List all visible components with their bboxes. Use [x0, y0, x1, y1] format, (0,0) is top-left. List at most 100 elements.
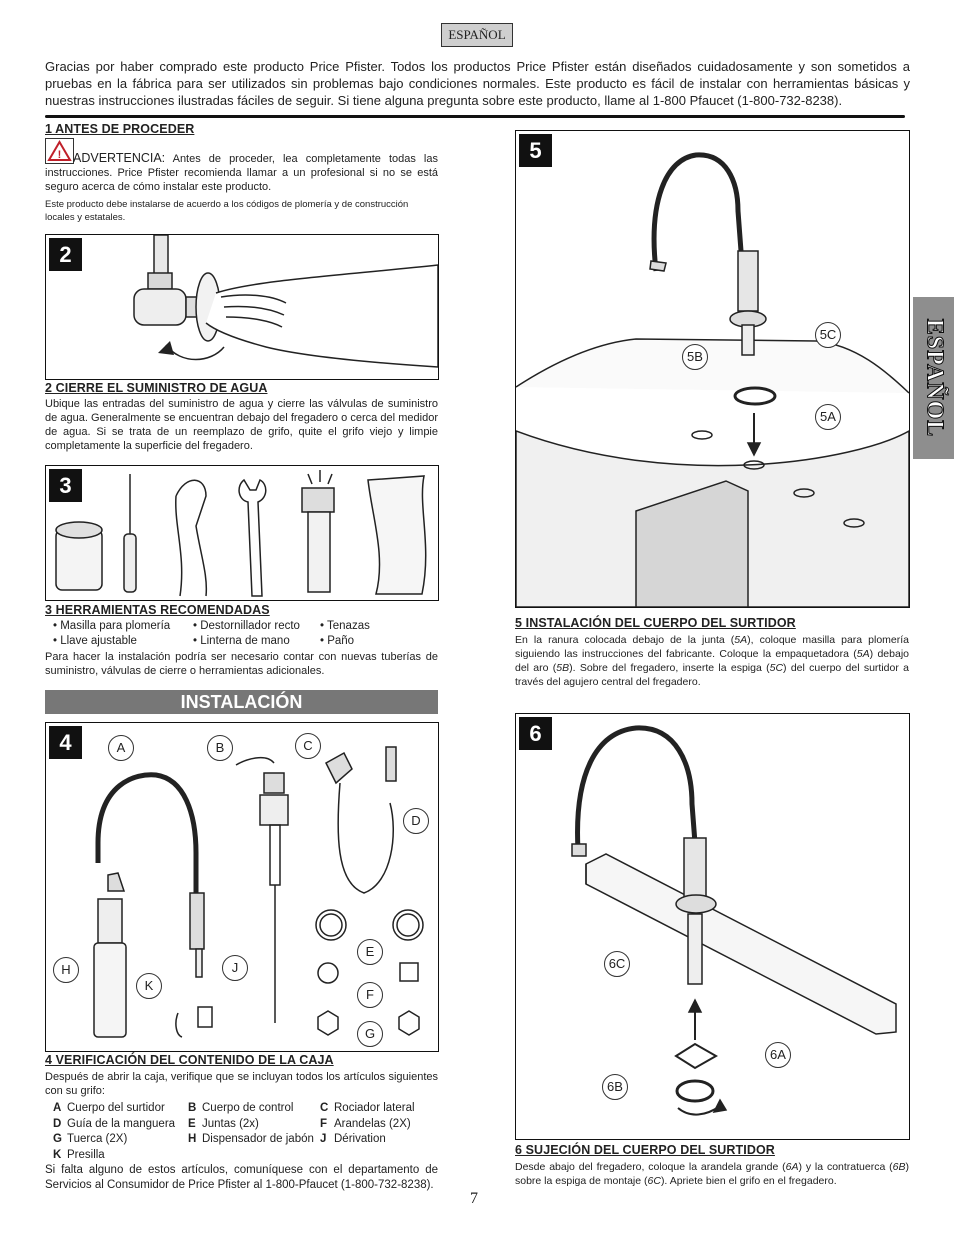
- warning-text: Antes de proceder, lea completamente tod…: [45, 153, 438, 193]
- part-item: F Arandelas (2X): [320, 1117, 411, 1133]
- section5-heading: 5 INSTALACIÓN DEL CUERPO DEL SURTIDOR: [515, 616, 796, 630]
- part-letter: G: [53, 1133, 62, 1145]
- part-item: B Cuerpo de control: [188, 1101, 320, 1117]
- section4-footer: Si falta alguno de estos artículos, comu…: [45, 1164, 438, 1191]
- part-letter: C: [320, 1102, 329, 1114]
- svg-text:!: !: [58, 149, 62, 161]
- tools-row: • Masilla para plomería • Destornillador…: [53, 619, 370, 634]
- part-letter: A: [53, 1102, 62, 1114]
- tool-item: • Llave ajustable: [53, 635, 137, 647]
- part-letter: K: [53, 1148, 62, 1161]
- figure-2-number: 2: [49, 238, 82, 271]
- tools-row: • Llave ajustable • Linterna de mano • P…: [53, 634, 370, 649]
- tool-item: • Tenazas: [320, 620, 370, 632]
- callout-c: C: [295, 733, 321, 759]
- callout-f: F: [357, 982, 383, 1008]
- section1-note: Este producto debe instalarse de acuerdo…: [45, 199, 409, 223]
- figure-3-number: 3: [49, 469, 82, 502]
- figure-5-spout-install: 5 5B 5C 5A: [515, 130, 910, 608]
- callout-d: D: [403, 808, 429, 834]
- part-letter: J: [320, 1133, 327, 1145]
- installation-heading: INSTALACIÓN: [45, 690, 438, 714]
- part-letter: F: [320, 1117, 328, 1130]
- callout-5c: 5C: [815, 322, 841, 348]
- figure-4-box-contents: 4 A B C D E F G: [45, 722, 439, 1052]
- callout-g: G: [357, 1021, 383, 1047]
- part-item: A Cuerpo del surtidor: [53, 1101, 188, 1117]
- part-name: Tuerca (2X): [67, 1133, 128, 1145]
- callout-b: B: [207, 735, 233, 761]
- part-name: Dérivation: [334, 1133, 386, 1145]
- callout-h: H: [53, 957, 79, 983]
- shutoff-valve-illustration: [133, 235, 438, 368]
- part-name: Cuerpo del surtidor: [67, 1102, 165, 1114]
- figure-5-number: 5: [519, 134, 552, 167]
- callout-6b: 6B: [602, 1074, 628, 1100]
- callout-e: E: [357, 939, 383, 965]
- section6-text: Desde abajo del fregadero, coloque la ar…: [515, 1161, 909, 1187]
- parts-row: K Presilla: [53, 1148, 415, 1164]
- part-item: C Rociador lateral: [320, 1101, 415, 1117]
- part-name: Arandelas (2X): [334, 1117, 411, 1130]
- callout-5a: 5A: [815, 404, 841, 430]
- spout-secure-illustration: [571, 725, 897, 1116]
- spout-install-illustration: [516, 152, 909, 607]
- figure-3-tools: 3: [45, 465, 439, 601]
- part-name: Cuerpo de control: [202, 1102, 294, 1114]
- language-tag: ESPAÑOL: [441, 23, 513, 47]
- part-item: J Dérivation: [320, 1132, 386, 1148]
- figure-6-spout-secure: 6 6C 6A 6B: [515, 713, 910, 1140]
- section5-text: En la ranura colocada debajo de la junta…: [515, 634, 909, 688]
- callout-6c: 6C: [604, 951, 630, 977]
- part-name: Presilla: [67, 1148, 105, 1161]
- figure-4-number: 4: [49, 726, 82, 759]
- section2-heading: 2 CIERRE EL SUMINISTRO DE AGUA: [45, 381, 268, 395]
- part-name: Dispensador de jabón: [202, 1133, 314, 1145]
- part-name: Juntas (2x): [202, 1117, 259, 1130]
- part-name: Rociador lateral: [334, 1102, 415, 1114]
- part-letter: B: [188, 1102, 197, 1114]
- section1-warning: ADVERTENCIA: Antes de proceder, lea comp…: [45, 151, 438, 194]
- callout-j: J: [222, 955, 248, 981]
- callout-k: K: [136, 973, 162, 999]
- section1-heading: 1 ANTES DE PROCEDER: [45, 122, 195, 136]
- box-contents-illustration: [93, 746, 424, 1038]
- section3-text: Para hacer la instalación podría ser nec…: [45, 651, 438, 677]
- part-item: H Dispensador de jabón: [188, 1132, 320, 1148]
- figure-6-number: 6: [519, 717, 552, 750]
- side-tab-label: ESPAÑOL: [921, 318, 948, 438]
- tool-item: • Linterna de mano: [193, 635, 290, 647]
- parts-row: D Guía de la manguera E Juntas (2x) F Arand…: [53, 1117, 415, 1133]
- callout-5b: 5B: [682, 344, 708, 370]
- part-item: D Guía de la manguera: [53, 1117, 188, 1133]
- part-letter: E: [188, 1117, 196, 1130]
- part-item: G Tuerca (2X): [53, 1132, 188, 1148]
- tools-illustration: [55, 470, 427, 597]
- page-number: 7: [470, 1190, 478, 1207]
- part-item: K Presilla: [53, 1148, 105, 1164]
- callout-a: A: [108, 735, 134, 761]
- parts-row: G Tuerca (2X) H Dispensador de jabón J Déri…: [53, 1132, 415, 1148]
- section2-text: Ubique las entradas del suministro de ag…: [45, 398, 438, 452]
- part-letter: H: [188, 1133, 197, 1145]
- figure-2-shutoff-valve: 2: [45, 234, 439, 380]
- section4-heading: 4 VERIFICACIÓN DEL CONTENIDO DE LA CAJA: [45, 1053, 334, 1067]
- tool-item: • Masilla para plomería: [53, 620, 171, 632]
- warning-label: ADVERTENCIA:: [73, 151, 166, 165]
- tools-list: • Masilla para plomería • Destornillador…: [53, 619, 370, 649]
- part-item: E Juntas (2x): [188, 1117, 320, 1133]
- part-name: Guía de la manguera: [67, 1117, 176, 1130]
- intro-paragraph: Gracias por haber comprado este producto…: [45, 59, 910, 108]
- language-side-tab: ESPAÑOL: [913, 297, 954, 459]
- warning-icon: !: [45, 138, 74, 164]
- section3-heading: 3 HERRAMIENTAS RECOMENDADAS: [45, 603, 270, 617]
- callout-6a: 6A: [765, 1042, 791, 1068]
- header-rule: [45, 115, 905, 118]
- section4-text: Después de abrir la caja, verifique que …: [45, 1071, 438, 1097]
- part-letter: D: [53, 1117, 62, 1130]
- tool-item: • Paño: [320, 635, 355, 647]
- tool-item: • Destornillador recto: [193, 620, 300, 632]
- section6-heading: 6 SUJECIÓN DEL CUERPO DEL SURTIDOR: [515, 1143, 775, 1157]
